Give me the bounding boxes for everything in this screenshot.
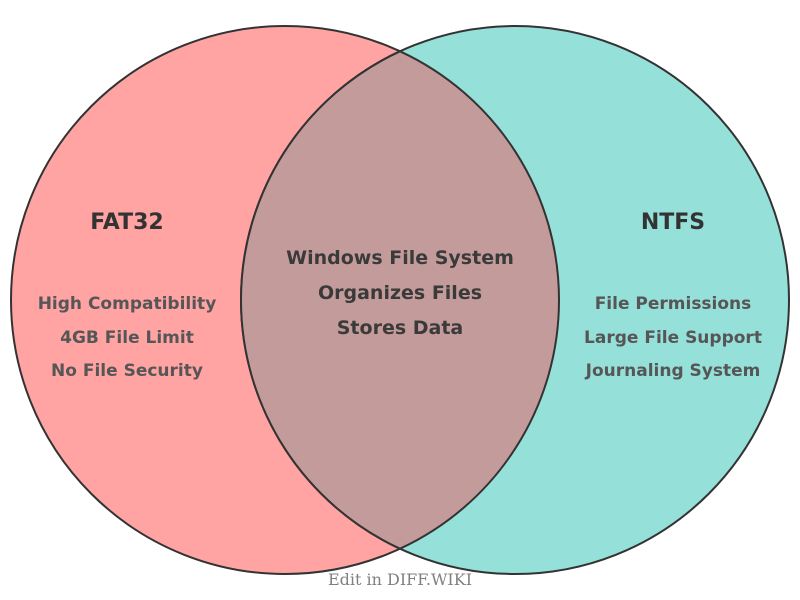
overlap-item-2: Organizes Files [318, 282, 482, 304]
fat32-item-3: No File Security [51, 361, 203, 381]
ntfs-item-1: File Permissions [595, 294, 752, 314]
overlap-item-3: Stores Data [337, 317, 464, 339]
ntfs-item-3: Journaling System [585, 361, 761, 381]
edit-link[interactable]: Edit in DIFF.WIKI [328, 570, 472, 589]
ntfs-title: NTFS [641, 210, 705, 235]
overlap-item-1: Windows File System [286, 247, 514, 269]
fat32-item-1: High Compatibility [38, 294, 217, 314]
overlap-region [239, 50, 561, 550]
fat32-item-2: 4GB File Limit [60, 328, 194, 348]
ntfs-item-2: Large File Support [584, 328, 762, 348]
fat32-title: FAT32 [90, 210, 163, 235]
